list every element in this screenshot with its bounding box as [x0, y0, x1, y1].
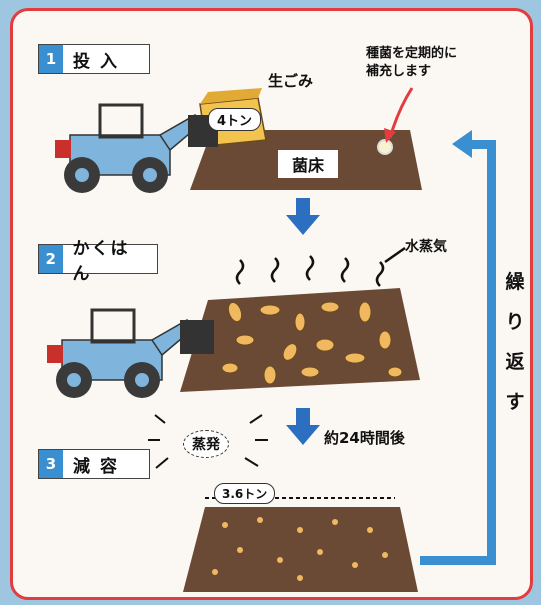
step-2-label: 2 かくはん — [38, 239, 158, 284]
bed-label: 菌床 — [278, 150, 339, 178]
step-1-label: 1 投入 — [38, 44, 150, 74]
tractor-icon — [47, 308, 214, 398]
seed-bacteria-icon — [377, 139, 393, 155]
weight-out-label: 3.6トン — [214, 483, 276, 504]
small-chips — [212, 517, 388, 581]
steam-label: 水蒸気 — [405, 239, 447, 255]
burst-lines — [148, 414, 268, 469]
food-chips — [221, 301, 403, 385]
steam-icon — [235, 246, 406, 287]
step-3-label: 3 減容 — [38, 449, 150, 479]
weight-in-label: 4トン — [208, 108, 262, 131]
tractor-icon — [55, 103, 218, 193]
evaporation-label: 蒸発 — [183, 430, 229, 458]
bed-mound-3 — [183, 507, 418, 592]
supplement-line-2: 補充します — [366, 64, 432, 79]
garbage-label: 生ごみ — [268, 72, 314, 90]
time-label: 約24時間後 — [324, 429, 405, 447]
repeat-arrow — [420, 130, 496, 565]
supplement-line-1: 種菌を定期的に — [366, 46, 458, 61]
repeat-label: 繰り返す — [503, 262, 527, 422]
down-arrow-1 — [286, 198, 320, 235]
down-arrow-2 — [286, 408, 320, 445]
